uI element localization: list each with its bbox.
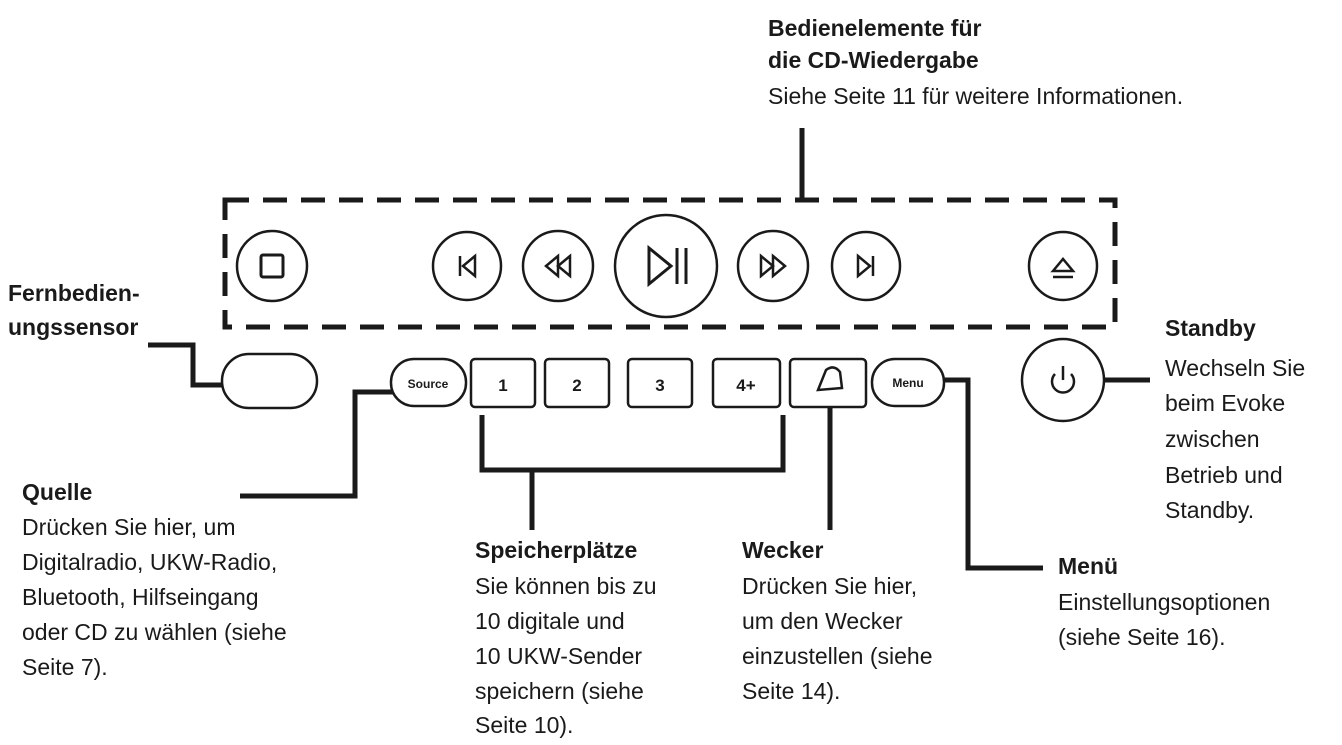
alarm-title: Wecker bbox=[742, 537, 824, 563]
presets-desc-4: speichern (siehe bbox=[475, 678, 644, 704]
source-title: Quelle bbox=[22, 479, 93, 505]
remote-sensor-title-1: Fernbedien- bbox=[8, 280, 140, 306]
previous-track-button[interactable] bbox=[431, 230, 503, 302]
standby-desc-1: Wechseln Sie bbox=[1165, 355, 1306, 381]
preset-3-label: 3 bbox=[655, 376, 664, 395]
skip-back-icon bbox=[458, 253, 477, 279]
presets-title: Speicherplätze bbox=[475, 537, 638, 563]
stop-button[interactable] bbox=[235, 229, 309, 303]
rewind-button[interactable] bbox=[521, 229, 595, 303]
cd-controls-outline bbox=[222, 197, 1118, 330]
standby-button[interactable] bbox=[1020, 337, 1106, 423]
alarm-button[interactable] bbox=[788, 357, 868, 409]
source-desc-2: Digitalradio, UKW-Radio, bbox=[22, 549, 278, 575]
source-desc-5: Seite 7). bbox=[22, 654, 108, 680]
cd-controls-title-2: die CD-Wiedergabe bbox=[768, 47, 979, 73]
remote-sensor-title-2: ungssensor bbox=[8, 314, 139, 340]
alarm-desc-4: Seite 14). bbox=[742, 678, 841, 704]
preset-1-button[interactable] bbox=[469, 357, 537, 409]
presets-desc-5: Seite 10). bbox=[475, 712, 574, 738]
cd-controls-title-1: Bedienelemente für bbox=[768, 15, 982, 41]
bell-icon bbox=[816, 366, 844, 392]
next-track-button[interactable] bbox=[830, 230, 902, 302]
preset-4-label: 4+ bbox=[736, 376, 755, 395]
source-button-label: Source bbox=[408, 377, 449, 391]
remote-sensor-leader bbox=[148, 342, 232, 388]
fast-forward-icon bbox=[759, 253, 787, 279]
stop-icon bbox=[259, 253, 285, 279]
eject-button[interactable] bbox=[1027, 230, 1099, 302]
preset-3-button[interactable] bbox=[626, 357, 694, 409]
standby-title: Standby bbox=[1165, 315, 1256, 341]
remote-sensor-window bbox=[220, 352, 319, 410]
preset-4-button[interactable] bbox=[711, 357, 782, 409]
alarm-desc-1: Drücken Sie hier, bbox=[742, 573, 918, 599]
rewind-icon bbox=[544, 253, 572, 279]
presets-leader-bracket bbox=[479, 415, 786, 473]
standby-desc-3: zwischen bbox=[1165, 426, 1260, 452]
presets-desc-2: 10 digitale und bbox=[475, 608, 625, 634]
presets-desc-3: 10 UKW-Sender bbox=[475, 643, 643, 669]
source-desc-4: oder CD zu wählen (siehe bbox=[22, 619, 287, 645]
alarm-desc-3: einzustellen (siehe bbox=[742, 643, 933, 669]
standby-desc-4: Betrieb und bbox=[1165, 462, 1283, 488]
menu-leader bbox=[918, 377, 1043, 571]
play-pause-button[interactable] bbox=[613, 213, 719, 319]
play-pause-icon bbox=[647, 244, 688, 288]
source-desc-3: Bluetooth, Hilfseingang bbox=[22, 584, 259, 610]
power-icon bbox=[1050, 366, 1076, 394]
standby-desc-5: Standby. bbox=[1165, 497, 1255, 523]
cd-controls-desc: Siehe Seite 11 für weitere Informationen… bbox=[768, 83, 1184, 109]
preset-1-label: 1 bbox=[498, 376, 507, 395]
source-desc-1: Drücken Sie hier, um bbox=[22, 514, 236, 540]
menu-desc-1: Einstellungsoptionen bbox=[1058, 589, 1271, 615]
menu-desc-2: (siehe Seite 16). bbox=[1058, 624, 1226, 650]
preset-2-button[interactable] bbox=[543, 357, 611, 409]
fast-forward-button[interactable] bbox=[736, 229, 810, 303]
alarm-desc-2: um den Wecker bbox=[742, 608, 903, 634]
menu-title: Menü bbox=[1058, 553, 1119, 579]
menu-button[interactable] bbox=[870, 357, 946, 408]
presets-desc-1: Sie können bis zu bbox=[475, 573, 657, 599]
preset-2-label: 2 bbox=[572, 376, 581, 395]
eject-icon bbox=[1050, 257, 1076, 279]
menu-button-label: Menu bbox=[892, 376, 923, 390]
source-button[interactable] bbox=[389, 357, 468, 408]
standby-desc-2: beim Evoke bbox=[1165, 390, 1286, 416]
skip-forward-icon bbox=[856, 253, 875, 279]
